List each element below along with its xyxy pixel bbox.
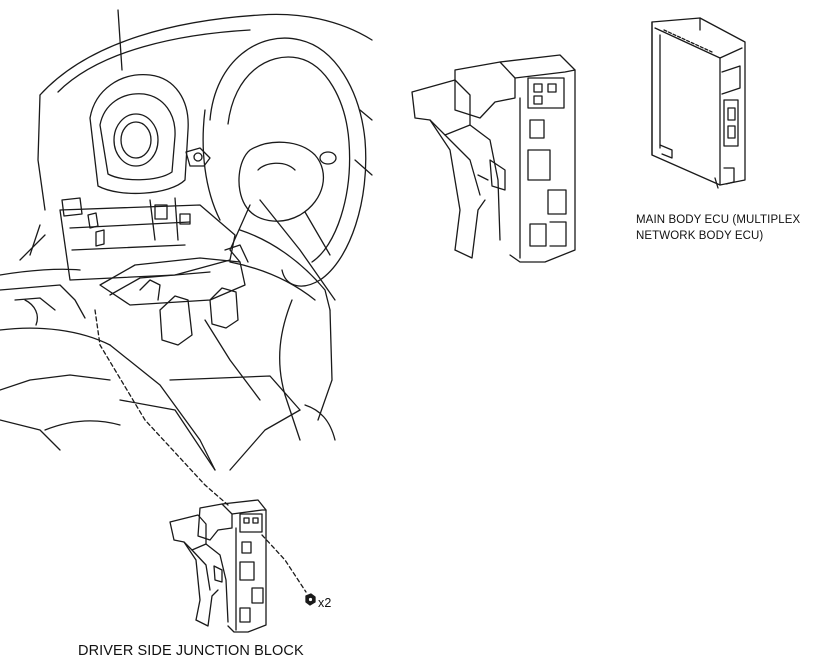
main-body-ecu-label: MAIN BODY ECU (MULTIPLEX NETWORK BODY EC…	[636, 212, 823, 244]
driver-side-junction-block-illustration	[170, 500, 266, 632]
main-body-ecu-label-line1: MAIN BODY ECU (MULTIPLEX	[636, 214, 801, 226]
nut-icon	[306, 594, 315, 605]
nut-guide-line	[262, 535, 306, 592]
main-body-ecu-illustration	[652, 18, 745, 188]
main-body-ecu-label-line2: NETWORK BODY ECU)	[636, 230, 764, 242]
nut-quantity-label: x2	[318, 596, 332, 610]
dashboard-illustration	[0, 10, 372, 470]
junction-block-large-illustration	[412, 55, 575, 262]
driver-side-junction-block-label: DRIVER SIDE JUNCTION BLOCK	[78, 643, 304, 659]
location-guide-line	[95, 310, 228, 505]
